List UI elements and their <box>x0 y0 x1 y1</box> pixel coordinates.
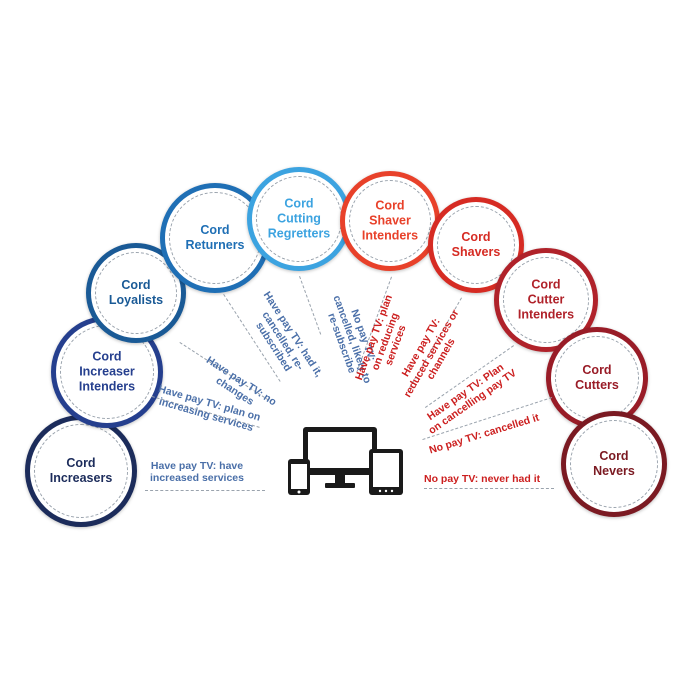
segment-circle-cord-increasers: Cord Increasers <box>25 415 137 527</box>
segment-name: Cord Shaver Intenders <box>361 198 419 243</box>
segment-name: Cord Cutting Regretters <box>267 196 331 241</box>
segment-name: Cord Shavers <box>451 230 501 259</box>
segment-circle-cord-nevers: Cord Nevers <box>561 411 667 517</box>
devices-illustration <box>288 427 403 495</box>
leader-line <box>424 488 554 489</box>
smartphone-icon <box>288 459 310 495</box>
segment-description-cord-increasers: Have pay TV: have increased services <box>150 460 244 484</box>
segment-name: Cord Cutters <box>575 363 619 392</box>
segment-name: Cord Increaser Intenders <box>78 349 136 394</box>
segment-name: Cord Loyalists <box>108 278 164 307</box>
segment-circle-cord-shaver-intenders: Cord Shaver Intenders <box>340 171 440 271</box>
segment-circle-cord-cutter-intenders: Cord Cutter Intenders <box>494 248 598 352</box>
segment-name: Cord Nevers <box>593 449 635 478</box>
desktop-monitor-icon <box>303 427 377 488</box>
leader-line <box>299 276 322 335</box>
segment-description-cord-nevers: No pay TV: never had it <box>424 473 541 485</box>
segment-name: Cord Increasers <box>49 456 113 485</box>
segment-circle-cord-cutting-regretters: Cord Cutting Regretters <box>247 167 351 271</box>
leader-line <box>145 490 265 491</box>
segment-name: Cord Returners <box>185 223 245 252</box>
tablet-icon <box>369 449 403 495</box>
segment-name: Cord Cutter Intenders <box>517 277 575 322</box>
